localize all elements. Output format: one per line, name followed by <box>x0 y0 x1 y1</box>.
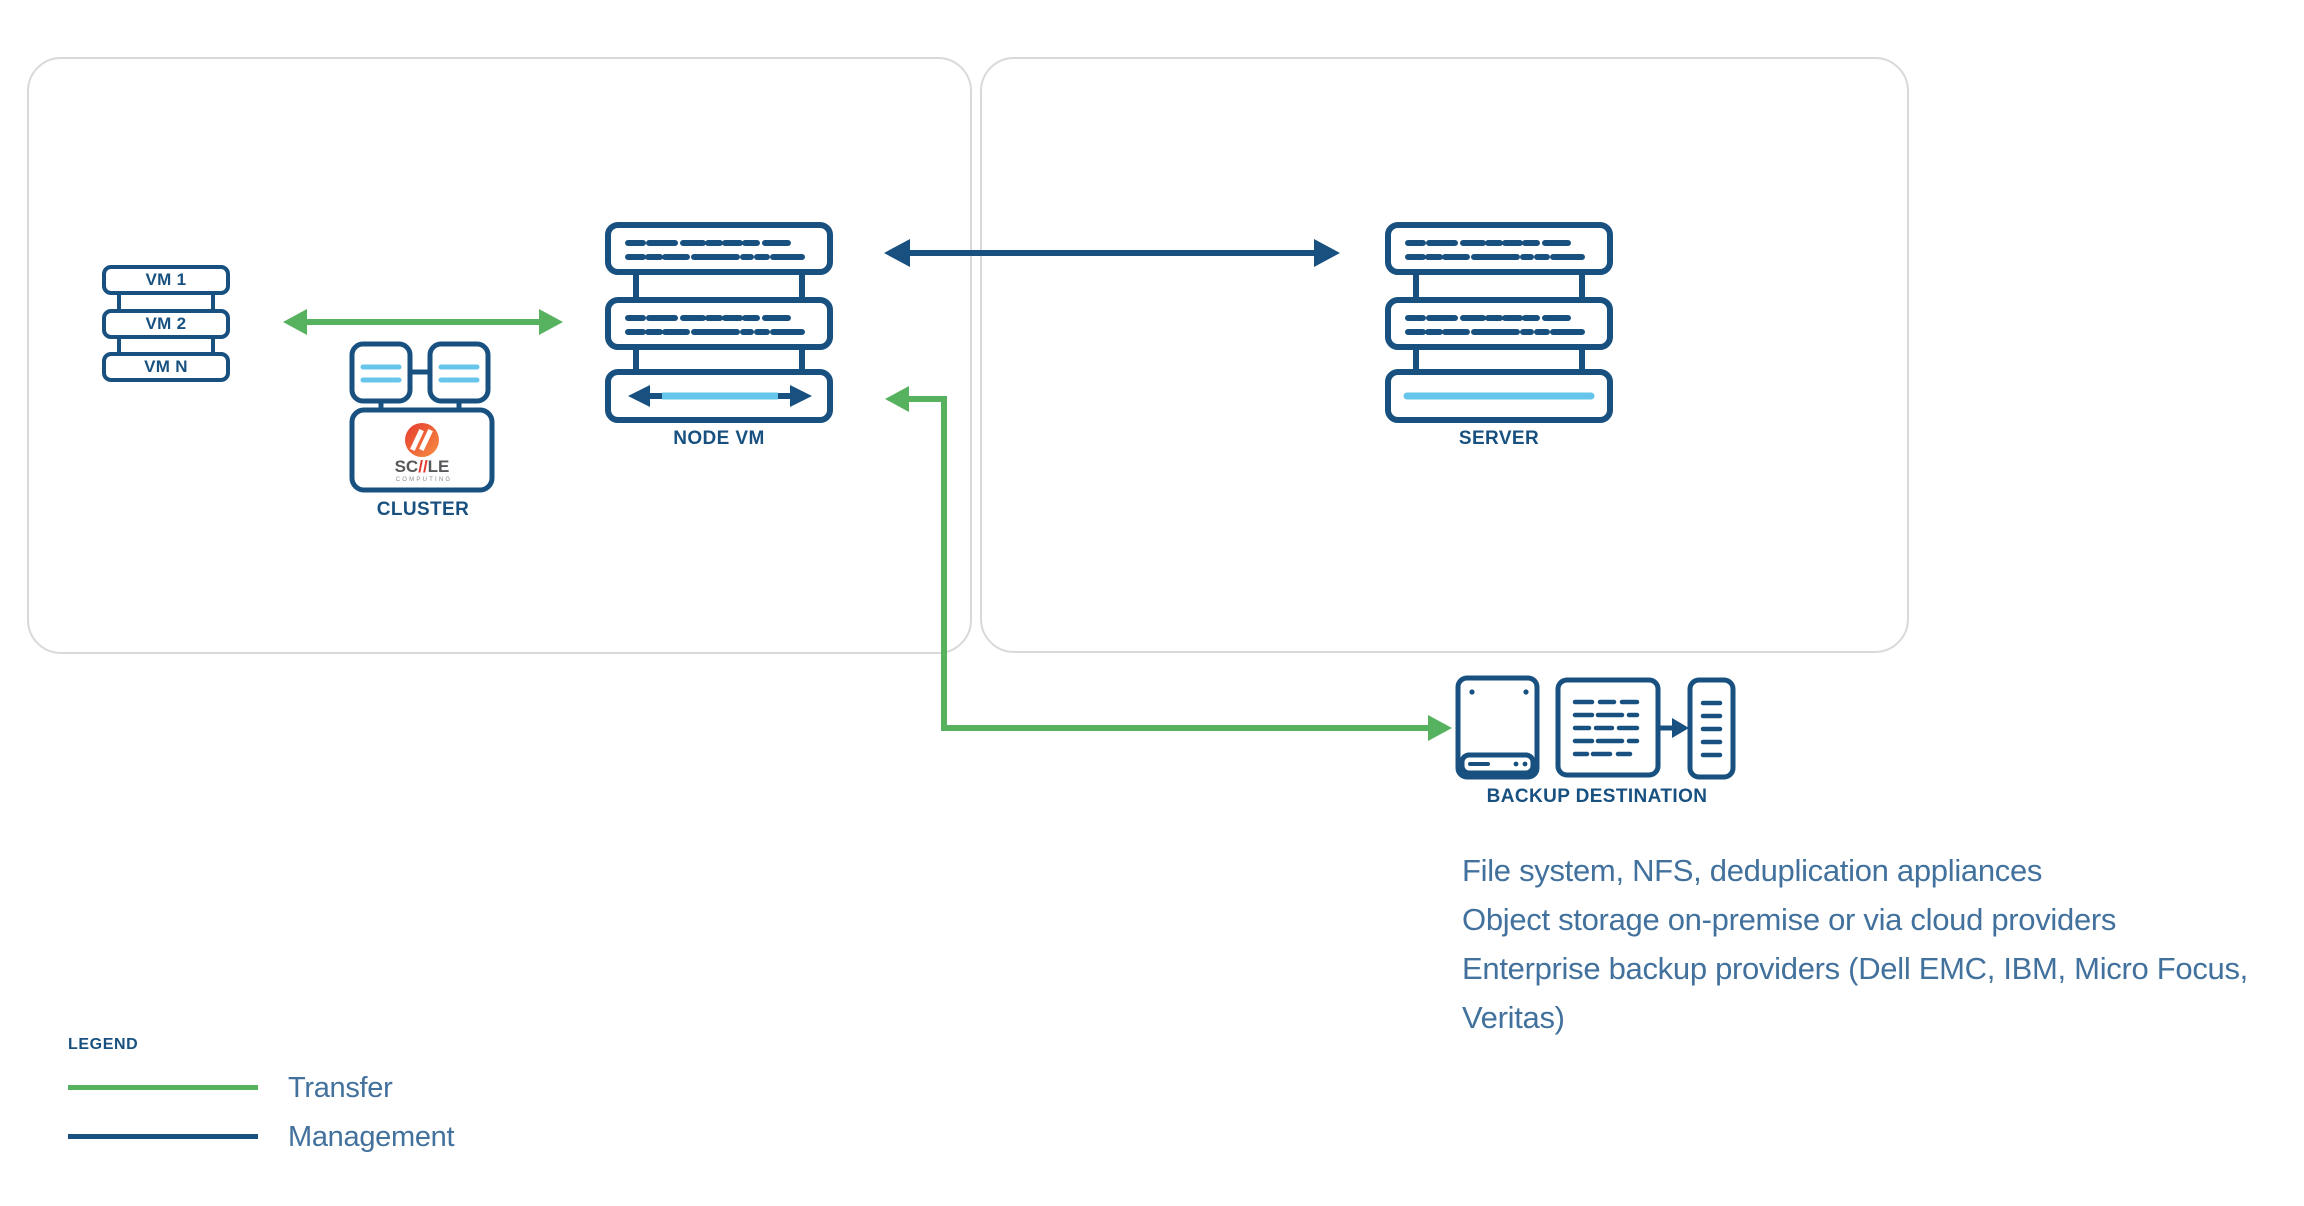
legend-management-swatch <box>68 1134 258 1139</box>
tape-library-icon <box>1687 677 1736 780</box>
vm-box-2: VM 2 <box>102 309 230 339</box>
cluster-label: CLUSTER <box>376 499 470 520</box>
backup-notes: File system, NFS, deduplication applianc… <box>1462 846 2304 1042</box>
legend-management-label: Management <box>288 1121 455 1153</box>
server-row <box>605 222 833 275</box>
vm1-label: VM 1 <box>145 270 187 289</box>
backup-flow-arrow <box>1660 718 1689 738</box>
legend-title: LEGEND <box>68 1036 139 1053</box>
vm-box-1: VM 1 <box>102 265 230 295</box>
server-row <box>1385 222 1613 275</box>
server-icon <box>1385 222 1613 423</box>
node-vm-icon <box>605 222 833 423</box>
cluster-node-box-left <box>349 341 413 404</box>
note-line: Enterprise backup providers (Dell EMC, I… <box>1462 951 2248 1035</box>
management-arrow-nodevm-server <box>884 239 1340 267</box>
right-panel <box>980 57 1909 653</box>
vm2-label: VM 2 <box>145 314 187 333</box>
legend-transfer-label: Transfer <box>288 1072 393 1104</box>
dedup-appliance-icon <box>1555 677 1661 778</box>
server-label: SERVER <box>1458 428 1540 449</box>
scale-wordmark: SC//LE <box>395 457 450 476</box>
scale-subtext: COMPUTING <box>396 477 452 483</box>
io-double-arrow <box>628 385 812 407</box>
storage-appliance-icon <box>1455 675 1540 780</box>
vmn-label: VM N <box>144 357 188 376</box>
legend-transfer-swatch <box>68 1085 258 1090</box>
transfer-elbow-nodevm-backup <box>885 386 1452 741</box>
node-vm-label: NODE VM <box>673 428 765 449</box>
backup-destination-icons <box>1455 675 1736 780</box>
scale-logo-slash <box>410 428 424 452</box>
server-row <box>605 297 833 350</box>
note-line: File system, NFS, deduplication applianc… <box>1462 853 2043 888</box>
scale-computing-logo: SC//LE COMPUTING <box>395 423 452 483</box>
cluster-icon: SC//LE COMPUTING <box>349 341 495 493</box>
note-line: Object storage on-premise or via cloud p… <box>1462 902 2117 937</box>
scale-logo-slash <box>419 428 433 452</box>
cluster-node-box-right <box>427 341 491 404</box>
vm-box-n: VM N <box>102 352 230 382</box>
transfer-arrow-vm-nodevm <box>283 309 563 335</box>
server-row <box>1385 297 1613 350</box>
backup-destination-label: BACKUP DESTINATION <box>1486 786 1708 807</box>
